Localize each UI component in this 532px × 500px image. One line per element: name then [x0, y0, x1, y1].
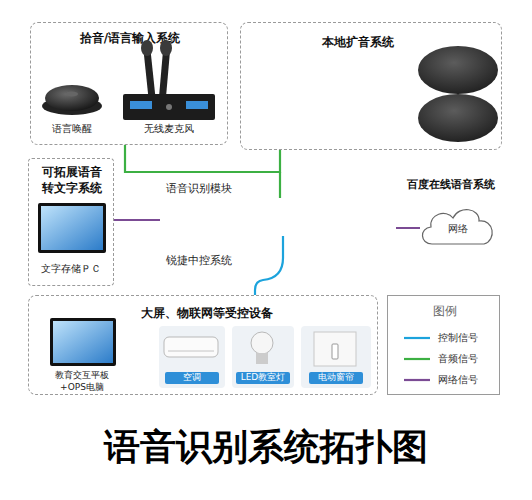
mic-led: [66, 92, 78, 97]
receiver-display: [186, 101, 208, 109]
control-wire: [255, 236, 283, 295]
legend-text: 网络信号: [438, 373, 478, 386]
cloud-node: 百度在线语音系统网络: [396, 178, 506, 256]
wireless-microphone: [123, 40, 215, 120]
caption-label: 文字存储ＰＣ: [32, 262, 110, 275]
speaker: [418, 94, 498, 142]
screen-display: [53, 321, 113, 363]
puck-microphone: [42, 85, 102, 115]
receiver-knob: [166, 104, 172, 110]
mic-body: [45, 85, 99, 111]
screen-display: [41, 206, 103, 250]
node-heading: 图例: [388, 304, 501, 320]
legend-row: 音频信号: [388, 351, 499, 367]
node-heading: LED教室灯: [236, 372, 290, 384]
node-heading: 电动窗帘: [309, 372, 363, 384]
caption-label: 无线麦克风: [139, 122, 199, 135]
pc-screen: [38, 203, 106, 253]
legend-line: [404, 379, 430, 381]
device-card: 电动窗帘: [301, 326, 371, 388]
node-heading: 本地扩音系统: [298, 35, 418, 51]
receiver-display: [130, 101, 152, 109]
legend-sample: [402, 351, 432, 367]
legend-sample: [402, 372, 432, 388]
interactive-panel: [50, 318, 116, 366]
device-card: 空调: [159, 326, 225, 388]
device-card: LED教室灯: [232, 326, 294, 388]
system-box: 本地扩音系统: [240, 22, 502, 150]
mic-handle: [159, 52, 170, 96]
caption-label: 语音识别模块: [166, 182, 256, 196]
speakers: [418, 46, 498, 142]
legend-row: 网络信号: [388, 372, 499, 388]
legend-line: [404, 358, 430, 360]
node-heading: 大屏、物联网等受控设备: [141, 306, 311, 322]
legend-sample: [402, 330, 432, 346]
caption-label: 锐捷中控系统: [166, 254, 256, 268]
network-wire: [396, 227, 420, 229]
mic-handle: [144, 52, 156, 96]
legend-text: 音频信号: [438, 352, 478, 365]
legend-line: [404, 337, 430, 339]
receiver-body: [123, 94, 215, 120]
screen-frame: [50, 318, 116, 366]
speaker: [418, 46, 498, 94]
legend-box: 图例控制信号音频信号网络信号: [387, 295, 500, 395]
node-heading: 可拓展语音 转文字系统: [37, 165, 107, 196]
caption-label: 教育交互平板 +OPS电脑: [40, 370, 124, 393]
caption-label: 语言唤醒: [42, 122, 102, 135]
screen-frame: [38, 203, 106, 253]
node-text: 网络: [418, 222, 498, 235]
legend-text: 控制信号: [438, 331, 478, 344]
diagram-title: 语音识别系统拓扑图: [0, 424, 532, 471]
mic-base: [42, 97, 102, 115]
node-heading: 百度在线语音系统: [396, 178, 506, 192]
network-wire: [114, 219, 160, 221]
node-heading: 空调: [165, 372, 219, 384]
audio-wire: [279, 172, 281, 198]
legend-row: 控制信号: [388, 330, 499, 346]
node-heading: 拾音/语言输入系统: [31, 31, 229, 47]
